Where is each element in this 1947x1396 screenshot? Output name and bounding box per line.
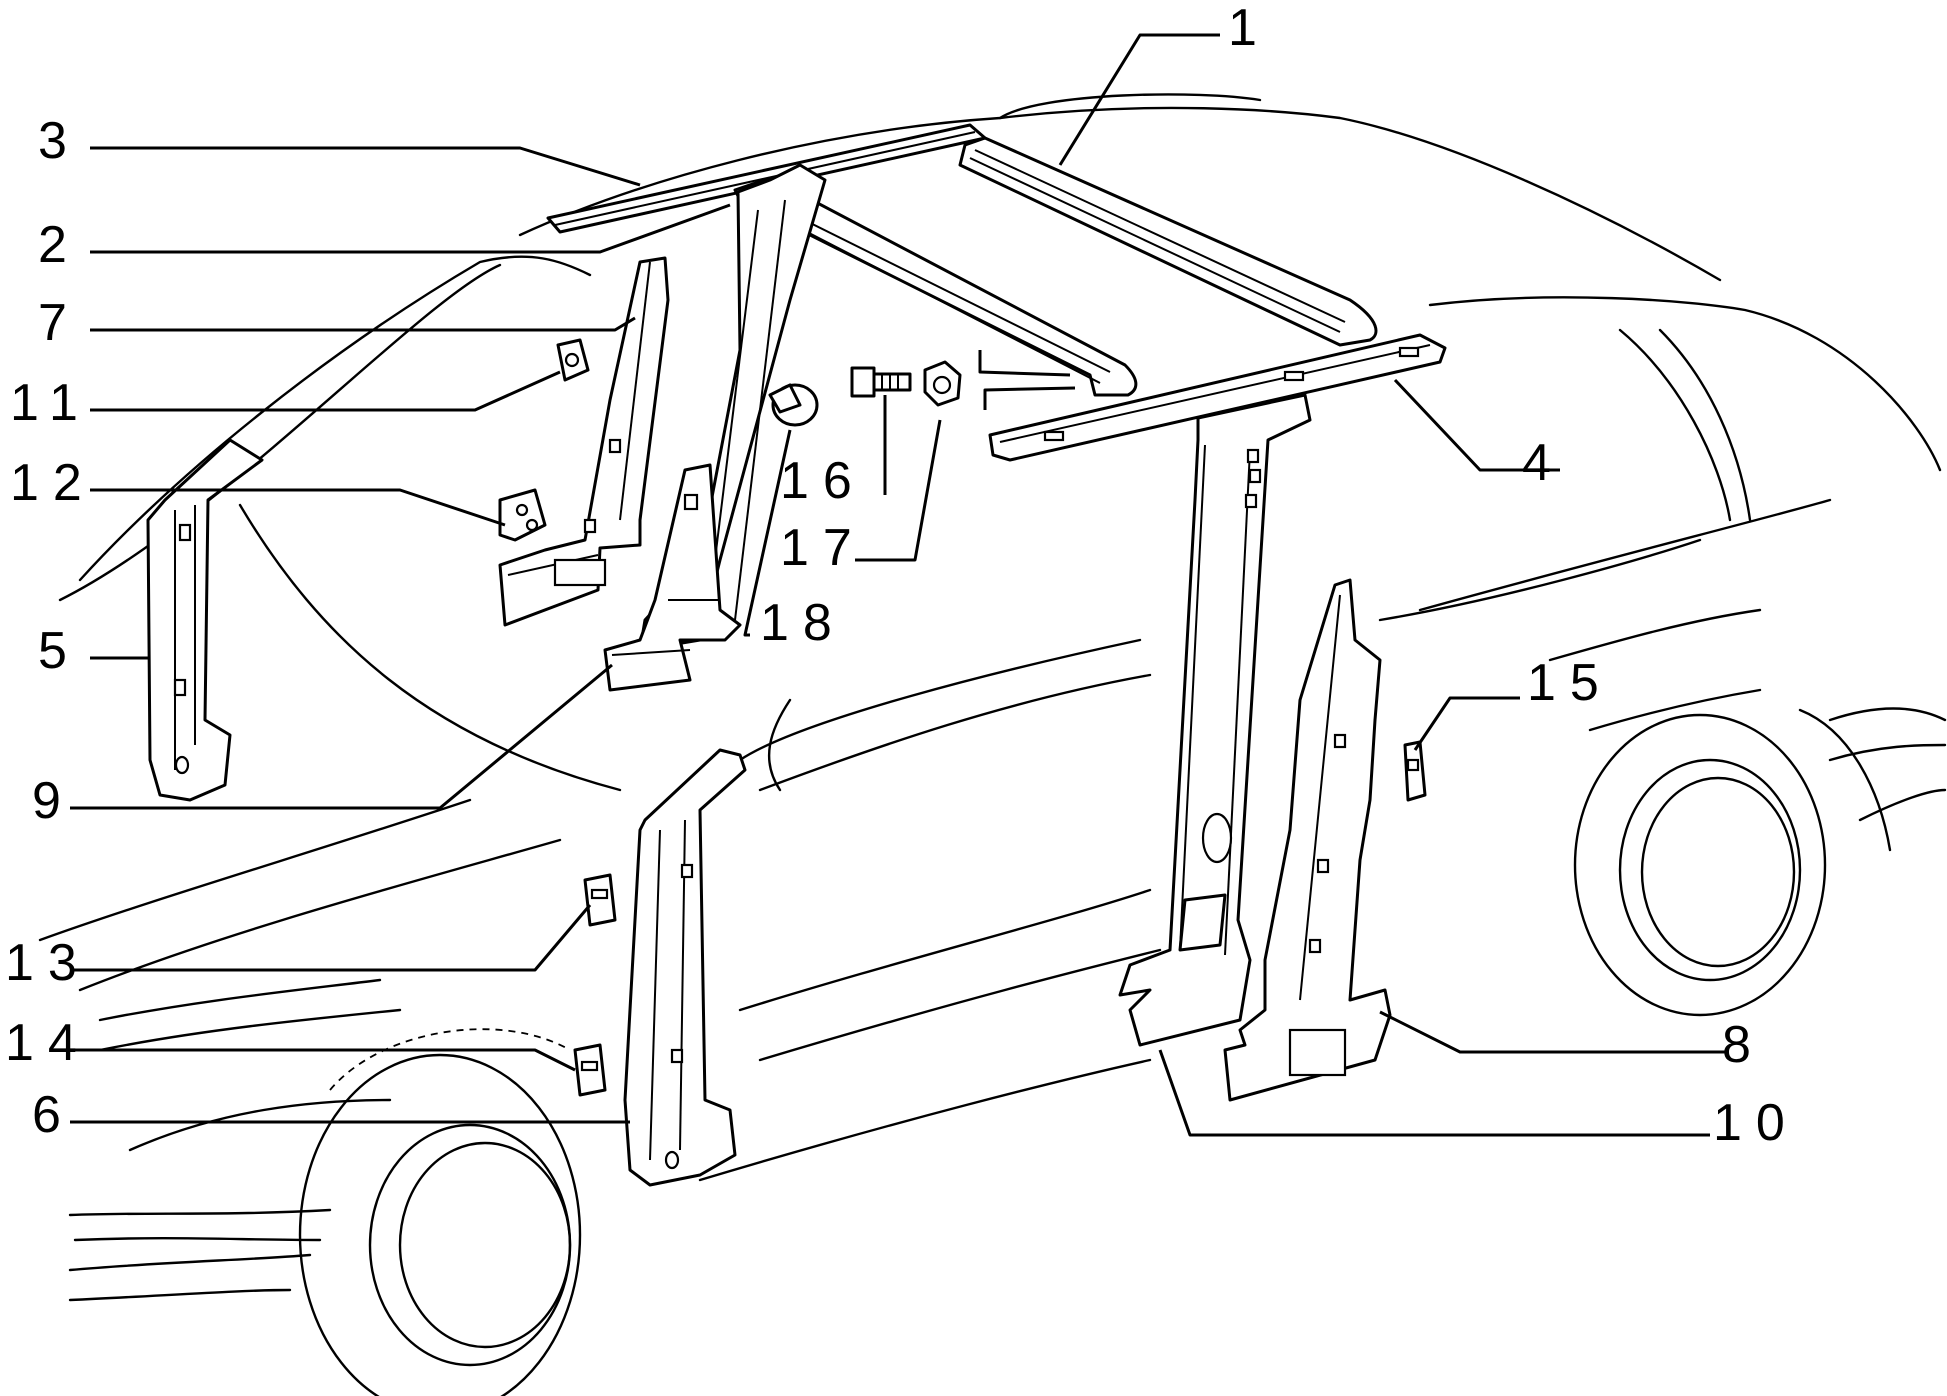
part-6-front-pillar-lower xyxy=(623,748,747,1187)
leader-lines xyxy=(70,33,1725,1137)
part-7-a-pillar-trim xyxy=(498,256,670,627)
bracket-17 xyxy=(983,386,1076,410)
callout-2: 2 xyxy=(38,216,81,274)
leader-18 xyxy=(743,429,792,637)
part-11-bracket xyxy=(556,338,590,382)
callout-18: 18 xyxy=(760,594,846,652)
leader-1 xyxy=(1058,33,1220,166)
car-body-outline xyxy=(38,93,1947,1396)
callout-17: 17 xyxy=(780,519,866,577)
callout-1: 1 xyxy=(1228,0,1271,57)
part-18-plug xyxy=(768,383,819,427)
callout-labels: 1 3 2 7 11 12 5 9 13 14 6 16 17 18 4 15 … xyxy=(5,0,1799,1152)
callout-9: 9 xyxy=(32,772,75,830)
leader-17 xyxy=(855,419,942,562)
leader-12 xyxy=(90,488,506,527)
bracket-16-17 xyxy=(978,350,1071,377)
part-5-door-frame xyxy=(146,438,264,802)
part-9-a-pillar-lower xyxy=(603,463,742,692)
part-1-roof-rail xyxy=(958,136,1378,347)
part-16-bolt xyxy=(850,366,912,398)
leader-4 xyxy=(1393,378,1560,472)
callout-12: 12 xyxy=(10,454,96,512)
callout-14: 14 xyxy=(5,1014,91,1072)
part-13-bracket xyxy=(583,873,617,927)
callout-5: 5 xyxy=(38,622,81,680)
callout-16: 16 xyxy=(780,452,866,510)
callout-3: 3 xyxy=(38,112,81,170)
leader-13 xyxy=(70,904,592,972)
part-10-b-pillar xyxy=(1118,393,1312,1047)
callout-8: 8 xyxy=(1722,1016,1765,1074)
part-15-clip xyxy=(1403,740,1427,802)
callout-13: 13 xyxy=(5,934,91,992)
part-12-bracket xyxy=(498,488,547,542)
part-2-front-roof-rail xyxy=(638,163,1138,652)
leader-3 xyxy=(90,146,641,187)
callout-7: 7 xyxy=(38,294,81,352)
leader-9 xyxy=(70,663,613,810)
leader-14 xyxy=(70,1048,576,1072)
leader-11 xyxy=(90,370,561,412)
leader-8 xyxy=(1379,1010,1725,1054)
leader-2 xyxy=(90,203,731,254)
callout-11: 11 xyxy=(10,374,92,432)
callout-6: 6 xyxy=(32,1086,75,1144)
callout-10: 10 xyxy=(1713,1094,1799,1152)
callout-4: 4 xyxy=(1522,434,1565,492)
part-8-b-pillar-trim xyxy=(1223,578,1392,1102)
part-17-nut xyxy=(923,360,962,407)
part-4-cross-rail xyxy=(988,333,1447,462)
leader-7 xyxy=(90,316,636,332)
callout-15: 15 xyxy=(1527,654,1613,712)
leader-10 xyxy=(1158,1049,1710,1137)
leader-15 xyxy=(1413,696,1520,751)
part-14-bracket xyxy=(573,1043,607,1097)
